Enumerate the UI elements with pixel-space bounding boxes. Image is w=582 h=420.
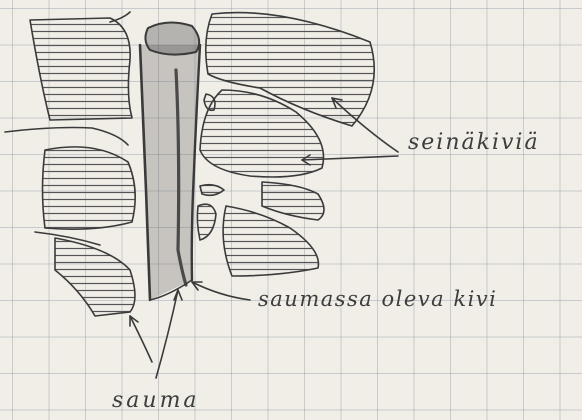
leader-joint-stone [192,282,250,300]
right-stone-small-2 [200,185,224,196]
leader-joint-right [156,290,178,378]
left-stone-bottom [55,238,135,316]
label-wall-stones: seinäkiviä [408,130,540,155]
leader-joint-right-head [174,290,182,300]
right-stone-mid-right [262,182,324,220]
joint-top-cap [145,22,199,54]
top-edge-line [110,12,130,22]
leader-joint-left [130,316,152,362]
label-stone-in-joint: saumassa oleva kivi [258,287,497,311]
right-stone-small-3 [197,204,216,240]
left-stone-middle [43,147,136,229]
right-stone-small-1 [204,94,215,110]
label-joint: sauma [112,388,200,413]
left-crack-line [5,128,128,146]
left-stone-top [30,18,132,120]
